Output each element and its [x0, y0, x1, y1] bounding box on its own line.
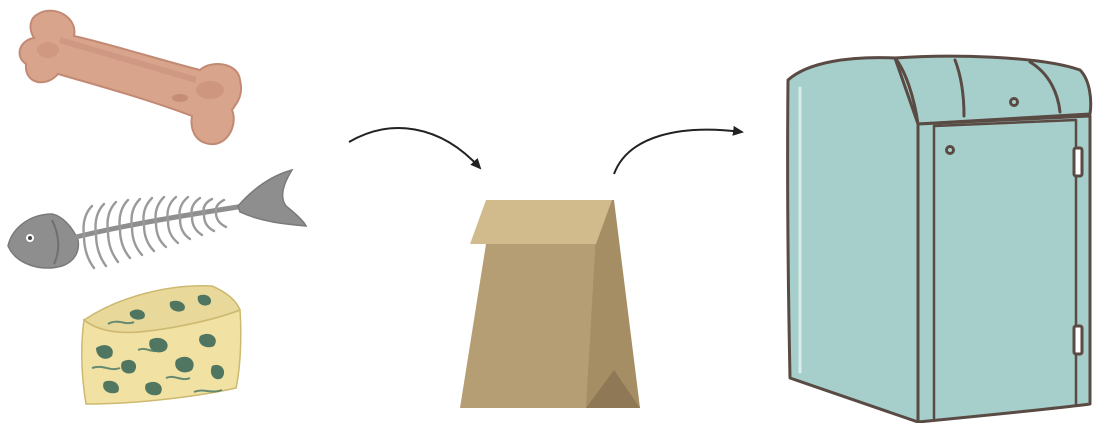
- flow-arrow-to-bag: [349, 128, 480, 168]
- paper-bag-icon: [460, 200, 640, 408]
- blue-cheese-icon: [82, 286, 241, 404]
- fish-skeleton-icon: [8, 170, 306, 268]
- bone-icon: [20, 11, 242, 144]
- compost-bin-icon: [788, 56, 1091, 422]
- flow-arrow-to-bin: [614, 130, 742, 174]
